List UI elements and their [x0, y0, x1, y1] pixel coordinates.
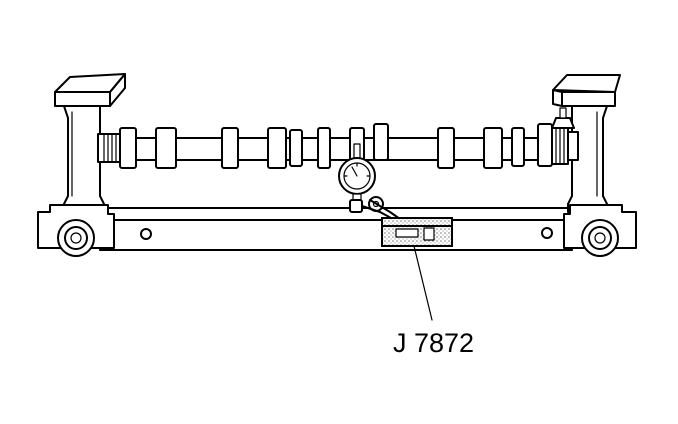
- rail-bolt-hole-left: [140, 228, 152, 240]
- right-v-block-stand: [552, 74, 637, 257]
- rail-bolt-hole-right: [541, 227, 553, 239]
- fixture-base-rail: [99, 207, 573, 251]
- dial-indicator-icon: [338, 143, 411, 227]
- magnetic-base-block: [381, 217, 453, 247]
- callout-leader-line: [413, 245, 433, 321]
- tool-label: J 7872: [393, 328, 474, 358]
- left-v-block-stand: [37, 73, 126, 257]
- camshaft-icon: [97, 107, 579, 169]
